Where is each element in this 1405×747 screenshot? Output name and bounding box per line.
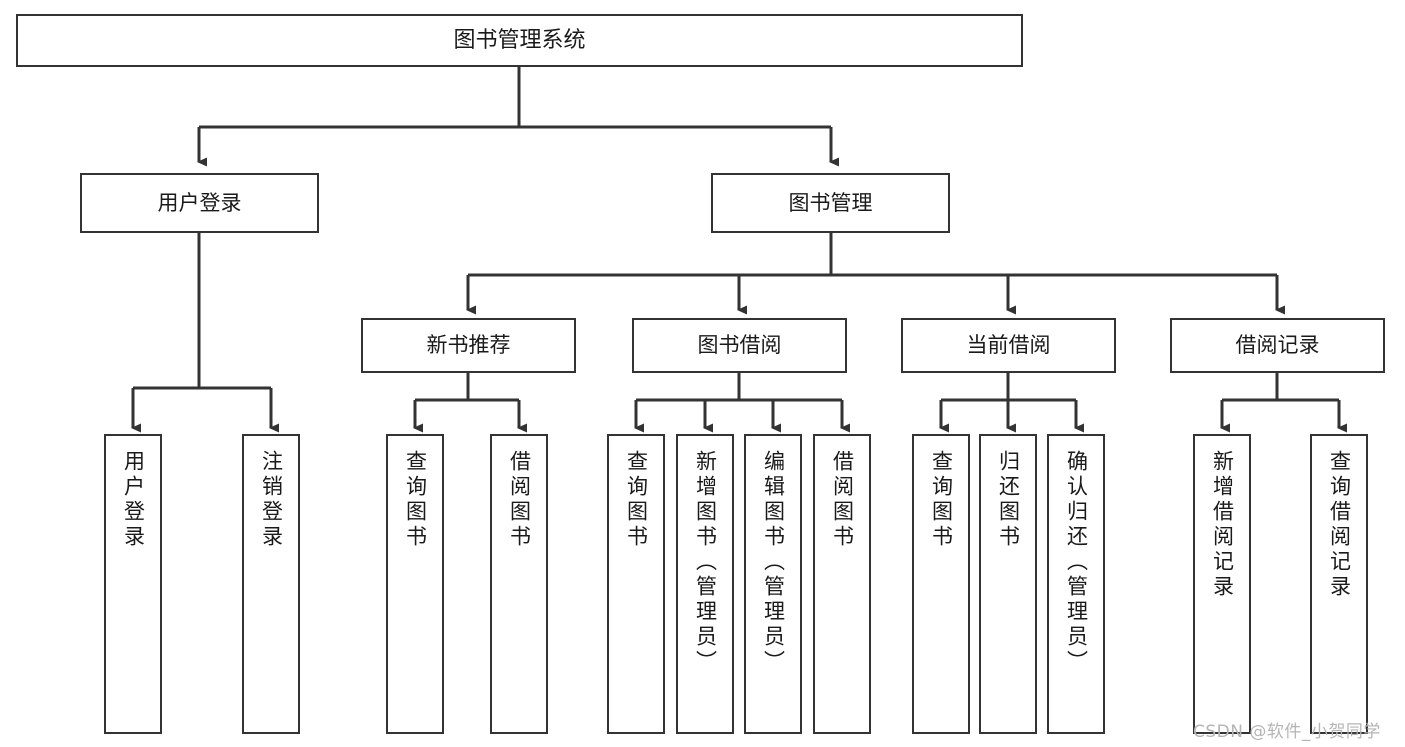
node-leaf-confirm-return[interactable]: 确认归还（管理员） [1047,434,1105,734]
node-leaf-query-book-2-label: 查询图书 [624,450,649,550]
node-user-login-label: 用户登录 [157,190,242,215]
node-leaf-query-record-label: 查询借阅记录 [1327,450,1352,600]
node-leaf-query-book-1-label: 查询图书 [403,450,428,550]
node-leaf-add-record[interactable]: 新增借阅记录 [1193,434,1251,734]
node-leaf-user-login-label: 用户登录 [121,450,146,550]
node-leaf-return-book[interactable]: 归还图书 [979,434,1037,734]
node-leaf-query-book-2[interactable]: 查询图书 [607,434,665,734]
node-current-borrow[interactable]: 当前借阅 [901,318,1116,373]
node-leaf-borrow-book-2-label: 借阅图书 [830,450,855,550]
node-leaf-return-book-label: 归还图书 [996,450,1021,550]
node-leaf-borrow-book-1[interactable]: 借阅图书 [490,434,548,734]
node-book-management-label: 图书管理 [788,190,873,215]
node-leaf-add-book-label: 新增图书（管理员） [693,450,718,675]
node-leaf-borrow-book-1-label: 借阅图书 [507,450,532,550]
node-book-borrow[interactable]: 图书借阅 [632,318,847,373]
node-leaf-confirm-return-label: 确认归还（管理员） [1064,450,1089,675]
node-borrow-record-label: 借阅记录 [1235,333,1320,358]
node-book-management[interactable]: 图书管理 [711,173,950,233]
node-leaf-add-record-label: 新增借阅记录 [1210,450,1235,600]
node-leaf-logout-label: 注销登录 [259,450,284,550]
node-new-book-recommend[interactable]: 新书推荐 [361,318,576,373]
node-book-borrow-label: 图书借阅 [697,333,782,358]
node-new-book-recommend-label: 新书推荐 [426,333,511,358]
node-root[interactable]: 图书管理系统 [16,14,1023,67]
node-leaf-query-book-3-label: 查询图书 [929,450,954,550]
node-current-borrow-label: 当前借阅 [966,333,1051,358]
node-leaf-add-book[interactable]: 新增图书（管理员） [676,434,734,734]
node-leaf-user-login[interactable]: 用户登录 [104,434,162,734]
node-user-login[interactable]: 用户登录 [80,173,319,233]
node-leaf-borrow-book-2[interactable]: 借阅图书 [813,434,871,734]
node-leaf-query-record[interactable]: 查询借阅记录 [1310,434,1368,734]
node-leaf-edit-book[interactable]: 编辑图书（管理员） [744,434,802,734]
node-leaf-query-book-1[interactable]: 查询图书 [386,434,444,734]
node-leaf-query-book-3[interactable]: 查询图书 [912,434,970,734]
node-leaf-logout[interactable]: 注销登录 [242,434,300,734]
node-root-label: 图书管理系统 [453,27,586,53]
node-borrow-record[interactable]: 借阅记录 [1170,318,1385,373]
node-leaf-edit-book-label: 编辑图书（管理员） [761,450,786,675]
